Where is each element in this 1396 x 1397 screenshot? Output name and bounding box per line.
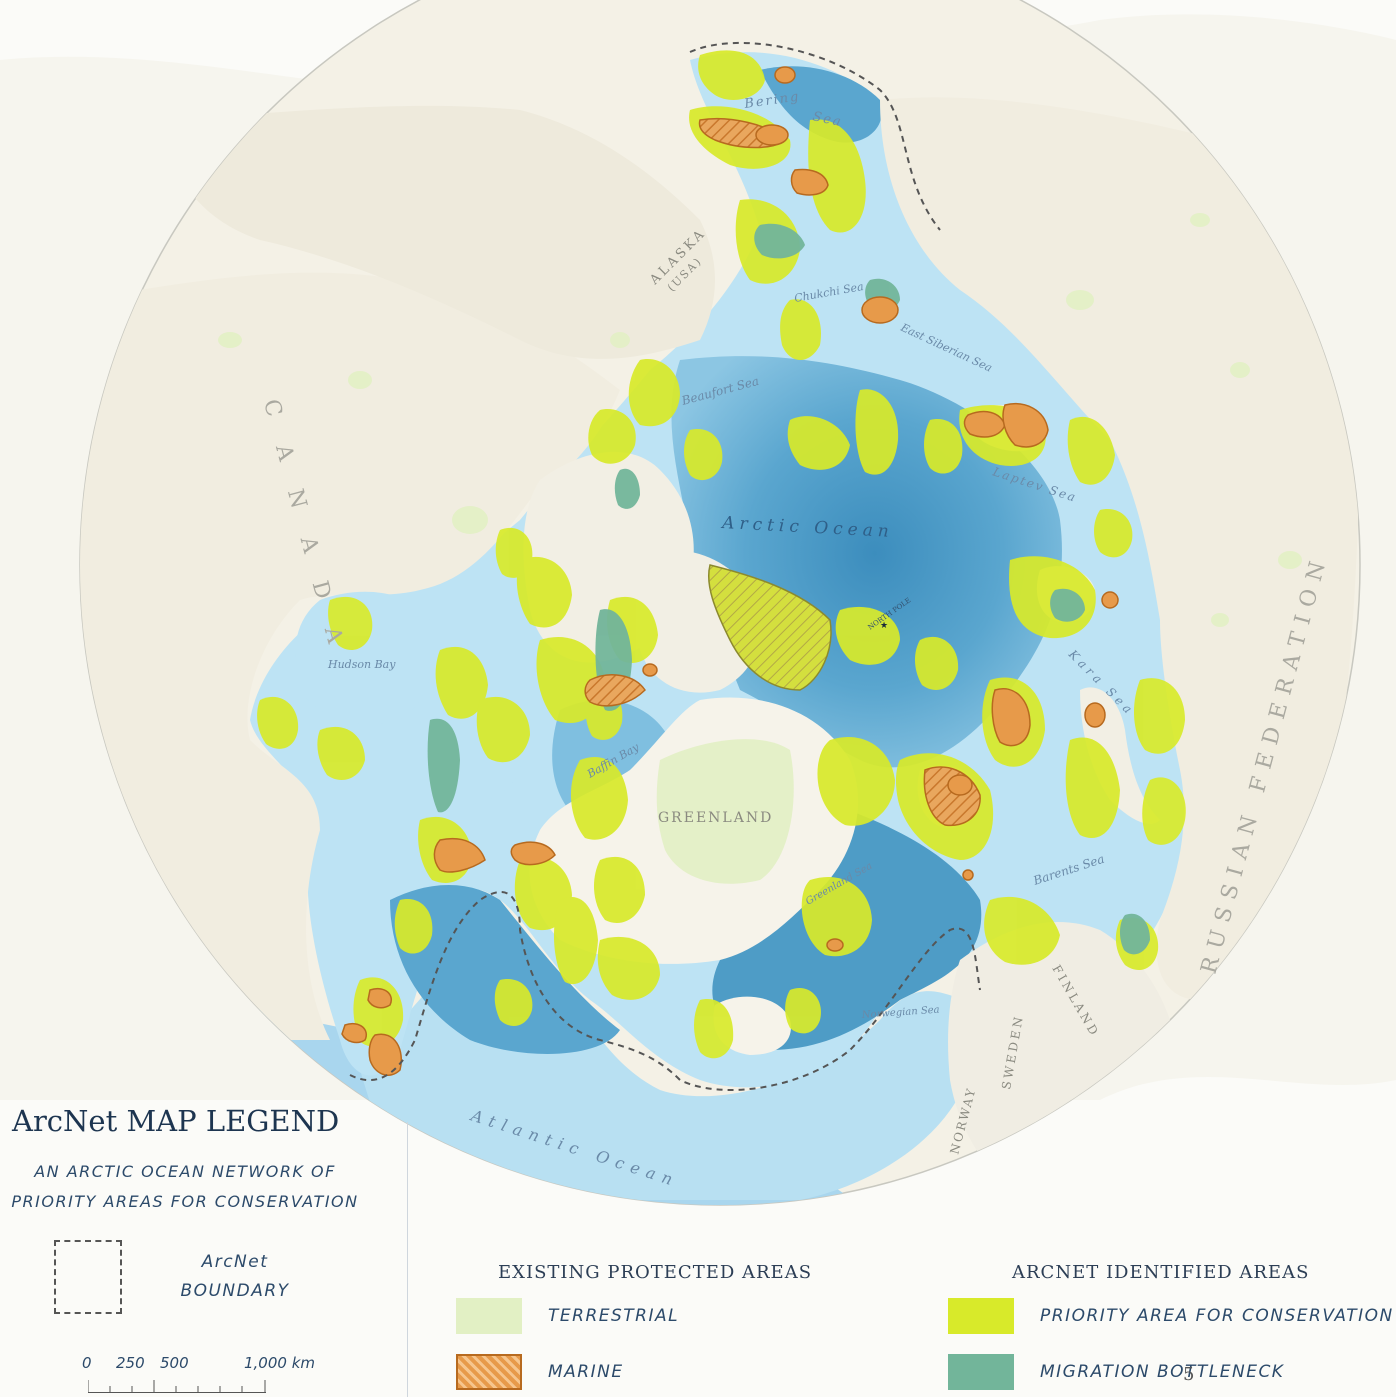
priority-conservation-areas [257, 50, 1186, 1059]
bering-deep [760, 66, 882, 143]
boundary-label-line2: BOUNDARY [180, 1281, 290, 1301]
label-norwegian-sea: Norwegian Sea [860, 1005, 940, 1021]
boundary-label-line1: ArcNet [201, 1252, 269, 1272]
terrestrial-label: TERRESTRIAL [548, 1306, 680, 1326]
boundary-swatch [54, 1240, 122, 1314]
scale-label-1000: 1,000 km [244, 1354, 316, 1372]
scale-label-500: 500 [160, 1354, 189, 1372]
migration-label: MIGRATION BOTTLENECK [1040, 1362, 1285, 1382]
page-number: 5 [1183, 1364, 1195, 1385]
existing-protected-heading: EXISTING PROTECTED AREAS [498, 1262, 813, 1283]
legend-subtitle-line2: PRIORITY AREAS FOR CONSERVATION [11, 1192, 359, 1211]
label-greenland: GREENLAND [658, 810, 773, 826]
migration-swatch [948, 1354, 1014, 1390]
russia-land [880, 97, 1360, 1001]
marine-protected-areas [341, 66, 1119, 1076]
north-pole-marker: ★ [880, 621, 888, 631]
priority-swatch [948, 1298, 1014, 1334]
legend-subtitle-line1: AN ARCTIC OCEAN NETWORK OF [34, 1162, 336, 1181]
marine-swatch [456, 1354, 522, 1390]
label-hudson-bay: Hudson Bay [327, 658, 396, 671]
arcnet-boundary [349, 41, 981, 1091]
label-bering-sea-2: Sea [811, 109, 844, 130]
scale-bar [88, 1378, 266, 1393]
scale-label-0: 0 [82, 1354, 92, 1372]
labrador-sea-deep [390, 885, 620, 1054]
terrestrial-protected-patches [218, 213, 1302, 884]
arcnet-identified-heading: ARCNET IDENTIFIED AREAS [1012, 1262, 1310, 1283]
priority-label: PRIORITY AREA FOR CONSERVATION [1040, 1306, 1394, 1326]
terrestrial-swatch [456, 1298, 522, 1334]
canada-land [80, 272, 620, 1040]
scale-ticks [88, 1380, 266, 1392]
legend-divider [407, 1122, 408, 1397]
marine-label: MARINE [548, 1362, 624, 1382]
legend-title: ArcNet MAP LEGEND [12, 1104, 340, 1138]
alaska-land [174, 105, 716, 359]
scale-label-250: 250 [116, 1354, 145, 1372]
